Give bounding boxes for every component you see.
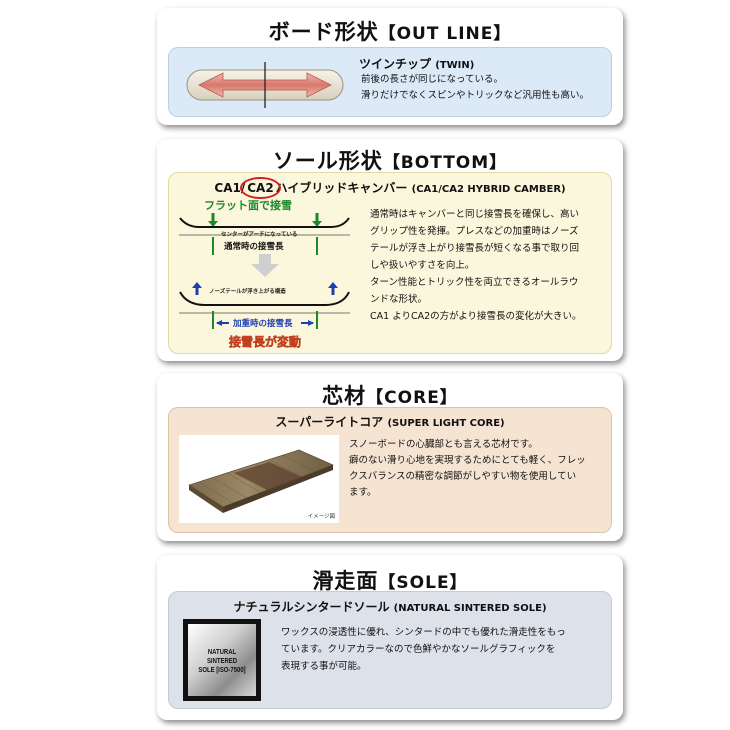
sole-panel-title-jp: ナチュラルシンタードソール [233,600,390,614]
bottom-desc-line: CA1 よりCA2の方がより接雪長の変化が大きい。 [370,311,582,322]
core-image: イメージ図 [179,435,339,523]
core-panel-title-en: (SUPER LIGHT CORE) [387,418,505,429]
sole-desc: ワックスの浸透性に優れ、シンタードの中でも優れた滑走性をもっ ています。クリアカ… [281,624,566,675]
core-panel-title-jp: スーパーライトコア [275,415,384,429]
bottom-desc: 通常時はキャンバーと同じ接雪長を確保し、高い グリップ性を発揮。プレスなどの加重… [370,206,582,325]
sole-badge-inner: NATURAL SINTERED SOLE [ISO-7500] [188,624,256,696]
nose-lift-label: ノーズテールが浮き上がる構造 [209,289,286,295]
core-wood-illustration [188,449,334,513]
sole-panel-title: ナチュラルシンタードソール (NATURAL SINTERED SOLE) [169,598,611,615]
outline-title-en: 【OUT LINE】 [378,24,512,44]
outline-panel: ツインチップ (TWIN) 前後の長さが同じになっている。 滑りだけでなくスピン… [168,47,612,117]
outline-panel-title: ツインチップ (TWIN) [359,55,474,72]
sole-desc-line: 表現する事が可能。 [281,661,367,672]
flat-contact-label: フラット面で接雪 [204,199,292,212]
sole-badge-line: NATURAL SINTERED [206,649,238,665]
bottom-desc-line: テールが浮き上がり接雪長が短くなる事で取り回 [370,243,580,254]
bottom-desc-line: しや扱いやすさを向上。 [370,260,475,271]
outline-title: ボード形状【OUT LINE】 [157,16,623,46]
contact-change-label: 接雪長が変動 [229,335,302,350]
sole-section: 滑走面【SOLE】 ナチュラルシンタードソール (NATURAL SINTERE… [157,555,623,720]
core-desc-line: スノーボードの心臓部とも言える芯材です。 [349,439,538,450]
outline-desc: 前後の長さが同じになっている。 滑りだけでなくスピンやトリックなど汎用性も高い。 [361,72,589,104]
ca2-circled-label: CA2 [240,177,281,199]
bottom-panel: CA1/ CA2 ハイブリッドキャンバー (CA1/CA2 HYBRID CAM… [168,172,612,354]
core-section: 芯材【CORE】 スーパーライトコア (SUPER LIGHT CORE) [157,373,623,541]
sole-panel: ナチュラルシンタードソール (NATURAL SINTERED SOLE) NA… [168,591,612,709]
sole-desc-line: ています。クリアカラーなので色鮮やかなソールグラフィックを [281,644,556,655]
bottom-panel-title-jp: ハイブリッドキャンバー [275,181,408,195]
bottom-desc-line: ンドな形状。 [370,294,428,305]
bottom-panel-title-pre: CA1/ [214,181,246,195]
normal-contact-label: 通常時の接雪長 [224,242,284,252]
bottom-panel-title-en: (CA1/CA2 HYBRID CAMBER) [411,184,566,195]
sole-title-jp: 滑走面 [312,569,379,593]
bottom-title-jp: ソール形状 [272,149,383,173]
sole-panel-title-en: (NATURAL SINTERED SOLE) [393,603,547,614]
load-contact-label: 加重時の接雪長 [233,319,293,329]
bottom-section: ソール形状【BOTTOM】 CA1/ CA2 ハイブリッドキャンバー (CA1/… [157,139,623,361]
bottom-title-en: 【BOTTOM】 [382,153,508,173]
loaded-camber-icon [179,282,350,329]
core-panel-title: スーパーライトコア (SUPER LIGHT CORE) [169,413,611,430]
camber-diagram: フラット面で接雪 センターがアーチになっている 通常時の接雪長 [177,197,352,350]
outline-panel-title-en: (TWIN) [435,60,475,71]
normal-camber-icon [179,213,350,255]
sole-title-en: 【SOLE】 [378,573,468,593]
twin-tip-board-icon [186,62,344,108]
core-desc-line: 癖のない滑り心地を実現するためにとても軽く、フレッ [349,455,586,466]
bottom-desc-line: 通常時はキャンバーと同じ接雪長を確保し、高い [370,209,580,220]
sole-badge-text: NATURAL SINTERED SOLE [ISO-7500] [193,648,251,675]
center-arch-label: センターがアーチになっている [221,232,298,238]
bottom-desc-line: ターン性能とトリック性を両立できるオールラウ [370,277,579,288]
core-title: 芯材【CORE】 [157,380,623,410]
sole-title: 滑走面【SOLE】 [157,565,623,595]
image-caption: イメージ図 [307,514,335,520]
core-panel: スーパーライトコア (SUPER LIGHT CORE) [168,407,612,533]
down-arrow-icon [251,254,279,277]
bottom-title: ソール形状【BOTTOM】 [157,145,623,175]
bottom-desc-line: グリップ性を発揮。プレスなどの加重時はノーズ [370,226,579,237]
bottom-panel-title: CA1/ CA2 ハイブリッドキャンバー (CA1/CA2 HYBRID CAM… [169,177,611,199]
core-title-jp: 芯材 [322,384,367,408]
core-desc-line: クスバランスの精密な調節がしやすい物を使用してい [349,471,577,482]
outline-title-jp: ボード形状 [268,20,379,44]
core-title-en: 【CORE】 [366,388,458,408]
sole-badge-line: SOLE [ISO-7500] [198,667,246,674]
core-desc: スノーボードの心臓部とも言える芯材です。 癖のない滑り心地を実現するためにとても… [349,437,586,501]
sole-badge: NATURAL SINTERED SOLE [ISO-7500] [183,619,261,701]
core-desc-line: ます。 [349,487,377,498]
outline-panel-title-jp: ツインチップ [359,57,432,71]
red-circle-mark [240,177,281,199]
outline-section: ボード形状【OUT LINE】 ツインチップ (TWIN) 前後の長さが同じにな… [157,8,623,125]
outline-desc-line: 滑りだけでなくスピンやトリックなど汎用性も高い。 [361,90,590,101]
outline-desc-line: 前後の長さが同じになっている。 [361,74,504,85]
sole-desc-line: ワックスの浸透性に優れ、シンタードの中でも優れた滑走性をもっ [281,627,566,638]
